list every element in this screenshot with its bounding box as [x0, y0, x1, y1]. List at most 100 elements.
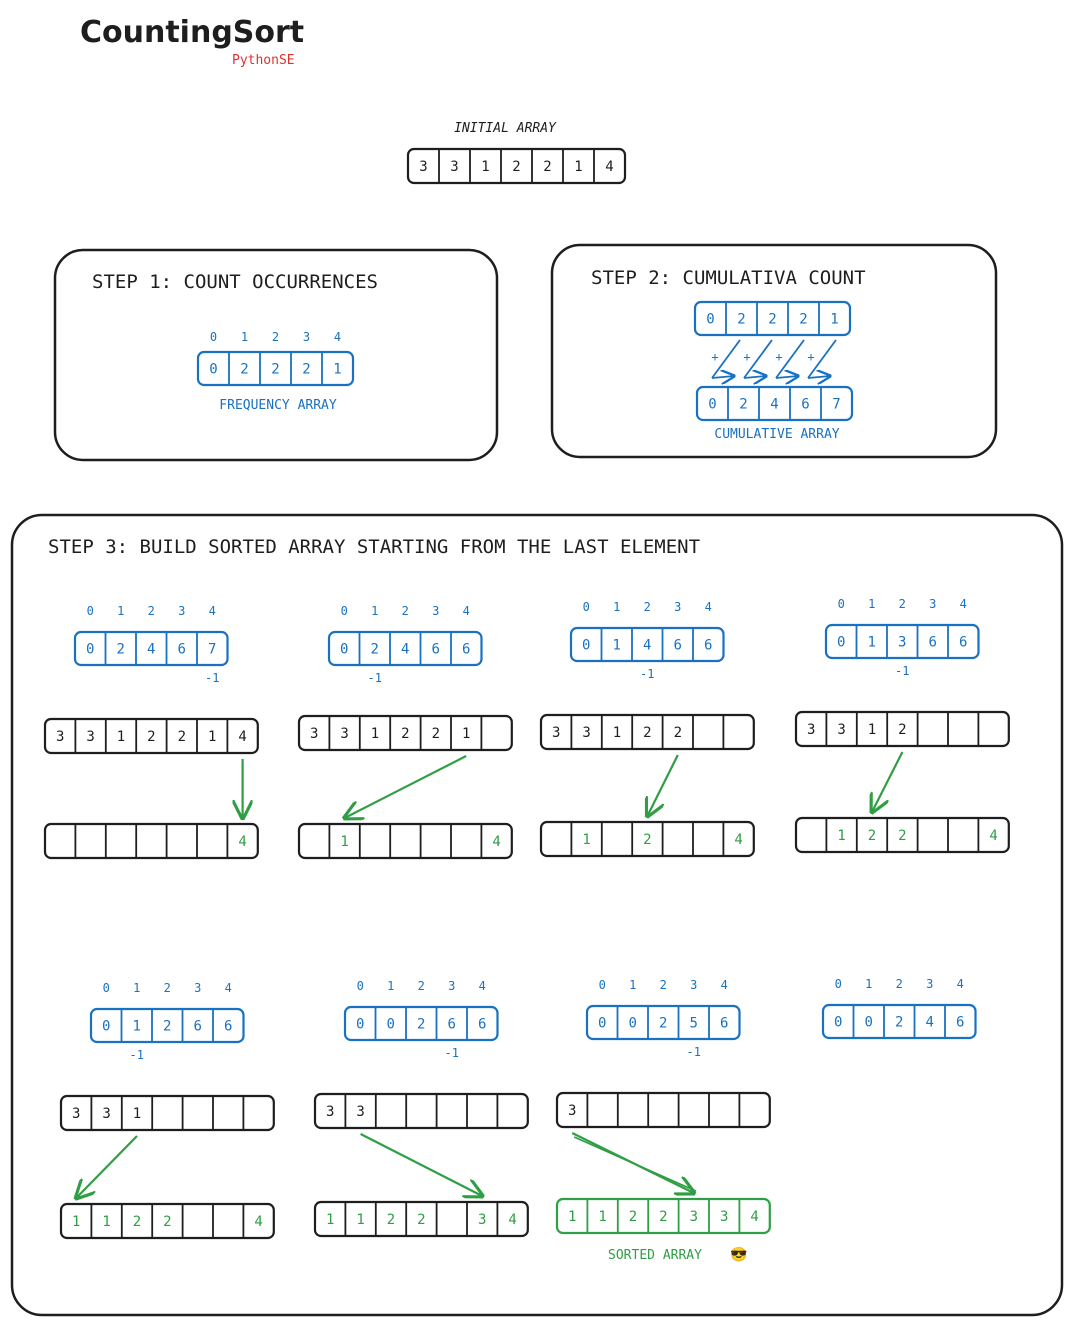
source-array-cell: 3: [837, 722, 845, 738]
count-array-cell: 2: [163, 1019, 171, 1035]
frequency-array-caption: FREQUENCY ARRAY: [219, 398, 337, 413]
output-array-cell: 1: [356, 1212, 364, 1228]
count-index-label: 4: [209, 604, 216, 618]
move-arrow: [360, 1133, 483, 1196]
count-index-label: 4: [225, 981, 232, 995]
count-array-cell: 0: [387, 1017, 395, 1033]
source-array-outline: [555, 1091, 771, 1129]
count-array-cell: 0: [340, 642, 348, 658]
cumulative-array-cell: 4: [770, 397, 778, 413]
cumulative-array-caption: CUMULATIVE ARRAY: [714, 427, 839, 442]
output-array-cell: 1: [326, 1212, 334, 1228]
output-array-cell: 1: [72, 1214, 80, 1230]
count-index-label: 1: [613, 600, 620, 614]
count-array-cell: 0: [598, 1016, 606, 1032]
count-array-outline: [327, 630, 483, 667]
output-array-cell: 2: [868, 828, 876, 844]
add-arrow: [807, 376, 830, 378]
step2-count-array-cell: 1: [830, 312, 838, 328]
count-array-cell: 0: [834, 1015, 842, 1031]
output-array-outline: [539, 820, 755, 858]
count-index-label: 3: [674, 600, 681, 614]
frequency-array-cell: 0: [209, 362, 217, 378]
output-array-cell: 4: [734, 832, 742, 848]
source-array-cell: 3: [340, 726, 348, 742]
count-array-cell: 4: [926, 1015, 934, 1031]
page-subtitle: PythonSE: [232, 53, 295, 68]
source-array-cell: 3: [56, 729, 64, 745]
source-array-outline: [59, 1094, 275, 1132]
count-array-cell: 1: [613, 638, 621, 654]
count-index-label: 0: [357, 979, 364, 993]
diagonal-add-line: [743, 339, 773, 379]
count-index-label: 4: [960, 597, 967, 611]
decrement-label: -1: [205, 671, 219, 685]
count-array-cell: 4: [643, 638, 651, 654]
count-array-cell: 6: [929, 635, 937, 651]
count-index-label: 3: [432, 604, 439, 618]
frequency-array-cell: 1: [333, 362, 341, 378]
count-array-cell: 2: [659, 1016, 667, 1032]
count-index-label: 2: [148, 604, 155, 618]
step2-count-array-outline: [693, 300, 852, 337]
cumulative-array-outline: [695, 385, 854, 422]
step1-panel: [53, 248, 499, 462]
output-array: 4: [43, 822, 259, 860]
count-index-label: 3: [178, 604, 185, 618]
output-array-cell: 4: [254, 1214, 262, 1230]
output-array-cell: 4: [492, 834, 500, 850]
step2-count-array-cell: 2: [799, 312, 807, 328]
count-array-cell: 5: [690, 1016, 698, 1032]
count-index-label: 0: [103, 981, 110, 995]
initial-array-outline: [406, 147, 627, 185]
page-title: CountingSort: [80, 15, 304, 50]
sorted-array-cell: 2: [629, 1209, 637, 1225]
source-array-cell: 1: [462, 726, 470, 742]
output-array-outline: [43, 822, 259, 860]
plus-sign: +: [775, 350, 782, 364]
count-index-label: 1: [868, 597, 875, 611]
output-array-cell: 3: [478, 1212, 486, 1228]
frequency-index-label: 4: [334, 330, 341, 344]
source-array-cell: 2: [674, 725, 682, 741]
output-array-cell: 2: [643, 832, 651, 848]
output-array-outline: [59, 1202, 275, 1240]
count-array-cell: 0: [629, 1016, 637, 1032]
cumulative-array-cell: 7: [832, 397, 840, 413]
cumulative-array-cell: 0: [708, 397, 716, 413]
count-array-cell: 0: [86, 642, 94, 658]
initial-array-cell: 1: [574, 159, 582, 175]
output-array-cell: 1: [102, 1214, 110, 1230]
output-array-cell: 4: [508, 1212, 516, 1228]
sorted-array-outline: [555, 1197, 771, 1235]
initial-array-label: INITIAL ARRAY: [454, 121, 557, 136]
count-index-label: 1: [371, 604, 378, 618]
count-array-cell: 2: [417, 1017, 425, 1033]
step2-count-array-cell: 0: [706, 312, 714, 328]
sorted-array-cell: 2: [659, 1209, 667, 1225]
count-index-label: 2: [660, 978, 667, 992]
plus-sign: +: [711, 350, 718, 364]
count-array-cell: 0: [837, 635, 845, 651]
add-arrow: [775, 376, 798, 378]
count-array-cell: 4: [401, 642, 409, 658]
sorted-emoji: 😎: [730, 1246, 747, 1263]
sorted-array-cell: 1: [598, 1209, 606, 1225]
source-array-cell: 1: [868, 722, 876, 738]
count-index-label: 1: [133, 981, 140, 995]
